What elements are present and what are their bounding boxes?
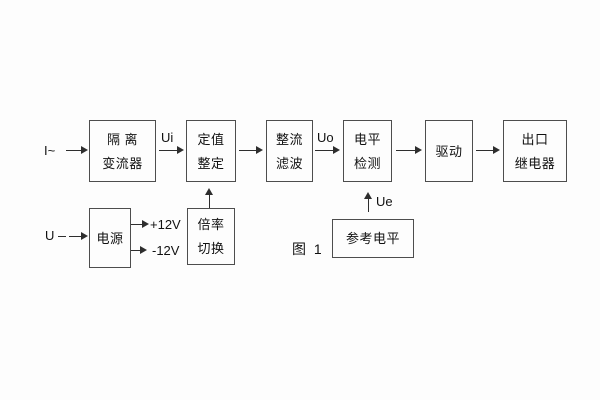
- block-setting-adjustment: 定值 整定: [186, 120, 236, 182]
- block-label-line: 驱动: [435, 143, 463, 159]
- arrow-level-to-driver: [396, 146, 422, 155]
- block-rectifier-filter: 整流 滤波: [266, 120, 313, 182]
- arrow-input-voltage-to-power: [69, 232, 88, 241]
- block-reference-level: 参考电平: [332, 219, 414, 258]
- block-driver: 驱动: [425, 120, 473, 182]
- block-ratio-switch: 倍率 切换: [187, 208, 235, 265]
- block-label-line: 定值: [197, 131, 225, 147]
- arrow-ue-reference-to-level: [364, 192, 373, 212]
- block-output-relay: 出口 继电器: [503, 120, 567, 182]
- block-label-line: 检测: [353, 155, 381, 171]
- label-input-current: I~: [44, 143, 56, 158]
- block-label-line: 整流: [275, 131, 303, 147]
- arrow-power-minus-12v: [131, 246, 147, 255]
- arrow-ratio-to-setting: [205, 188, 214, 208]
- block-label-line: 出口: [521, 131, 549, 147]
- block-label-line: 切换: [197, 241, 225, 256]
- arrow-setting-to-rectifier: [239, 146, 263, 155]
- block-level-detection: 电平 检测: [343, 120, 392, 182]
- arrow-uo-rectifier-to-level: [315, 146, 340, 155]
- label-signal-uo: Uo: [317, 130, 334, 145]
- block-label-line: 滤波: [275, 155, 303, 171]
- block-isolation-transformer: 隔 离 变流器: [89, 120, 156, 182]
- block-power-supply: 电源: [89, 208, 131, 268]
- block-label-line: 电源: [96, 230, 124, 246]
- label-input-voltage: U: [45, 228, 55, 243]
- block-label-line: 电平: [353, 131, 381, 147]
- arrow-driver-to-relay: [476, 146, 500, 155]
- label-signal-ui: Ui: [161, 130, 174, 145]
- block-label-line: 变流器: [102, 155, 143, 171]
- block-label-line: 继电器: [514, 155, 556, 171]
- figure-caption: 图 1: [292, 241, 324, 257]
- arrow-input-current-to-isolation: [66, 146, 88, 155]
- label-signal-ue: Ue: [376, 194, 393, 209]
- block-label-line: 整定: [197, 155, 225, 171]
- block-label-line: 参考电平: [345, 231, 400, 246]
- label-minus-12v: -12V: [152, 243, 180, 258]
- dash-input-voltage: [58, 236, 66, 237]
- label-plus-12v: +12V: [150, 217, 181, 232]
- block-label-line: 隔 离: [106, 131, 139, 147]
- block-label-line: 倍率: [197, 217, 225, 232]
- arrow-power-plus-12v: [131, 220, 149, 229]
- arrow-ui-isolation-to-setting: [159, 146, 184, 155]
